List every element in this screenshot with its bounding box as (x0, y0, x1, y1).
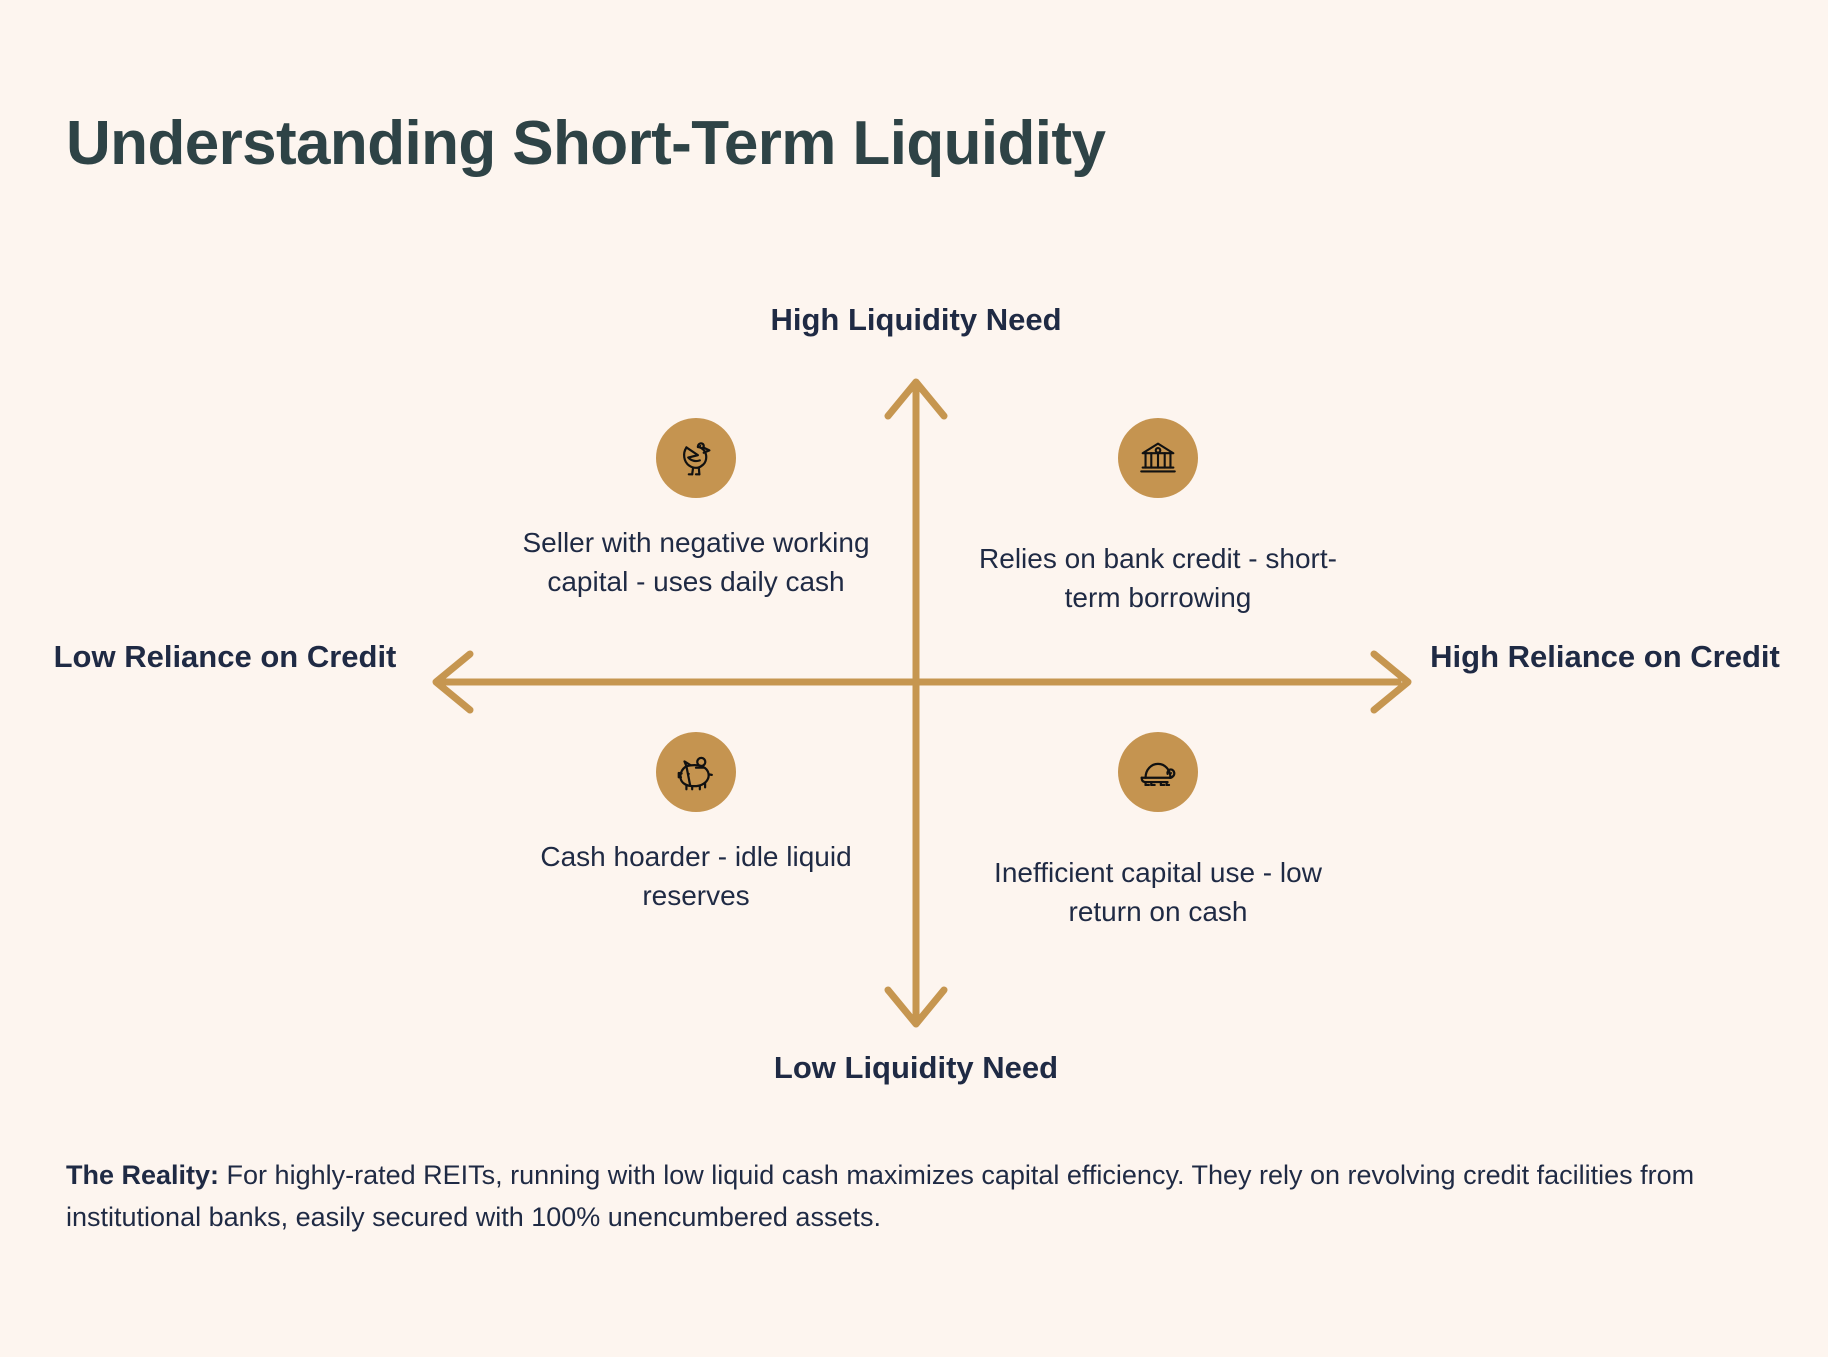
chicken-icon-badge (656, 418, 736, 498)
piggy-bank-icon (673, 749, 719, 795)
turtle-icon-badge (1118, 732, 1198, 812)
chicken-icon (673, 435, 719, 481)
footer-lead: The Reality: (66, 1160, 220, 1190)
quadrant-bottom-right: Inefficient capital use - low return on … (978, 732, 1338, 931)
bottom-arrowhead (884, 986, 948, 1028)
footer-body: For highly-rated REITs, running with low… (66, 1160, 1695, 1232)
quadrant-top-left: Seller with negative working capital - u… (516, 418, 876, 601)
bank-icon-badge (1118, 418, 1198, 498)
quadrant-top-left-text: Seller with negative working capital - u… (522, 527, 870, 597)
page-title: Understanding Short-Term Liquidity (66, 109, 1106, 178)
quadrant-bottom-right-text: Inefficient capital use - low return on … (994, 857, 1322, 927)
right-arrowhead (1370, 650, 1412, 714)
footer-note: The Reality: For highly-rated REITs, run… (66, 1155, 1766, 1239)
quadrant-top-right-text: Relies on bank credit - short-term borro… (979, 543, 1337, 613)
bank-icon (1135, 435, 1181, 481)
quadrant-bottom-left: Cash hoarder - idle liquid reserves (516, 732, 876, 915)
quadrant-bottom-left-text: Cash hoarder - idle liquid reserves (540, 841, 852, 911)
top-arrowhead (884, 378, 948, 420)
turtle-icon (1135, 749, 1181, 795)
axis-label-right: High Reliance on Credit (1430, 639, 1780, 674)
axis-label-top: High Liquidity Need (770, 302, 1062, 337)
left-arrowhead (432, 650, 474, 714)
axis-label-bottom: Low Liquidity Need (773, 1050, 1059, 1085)
quadrant-top-right: Relies on bank credit - short-term borro… (978, 418, 1338, 617)
axis-label-left: Low Reliance on Credit (53, 639, 397, 674)
piggy-bank-icon-badge (656, 732, 736, 812)
